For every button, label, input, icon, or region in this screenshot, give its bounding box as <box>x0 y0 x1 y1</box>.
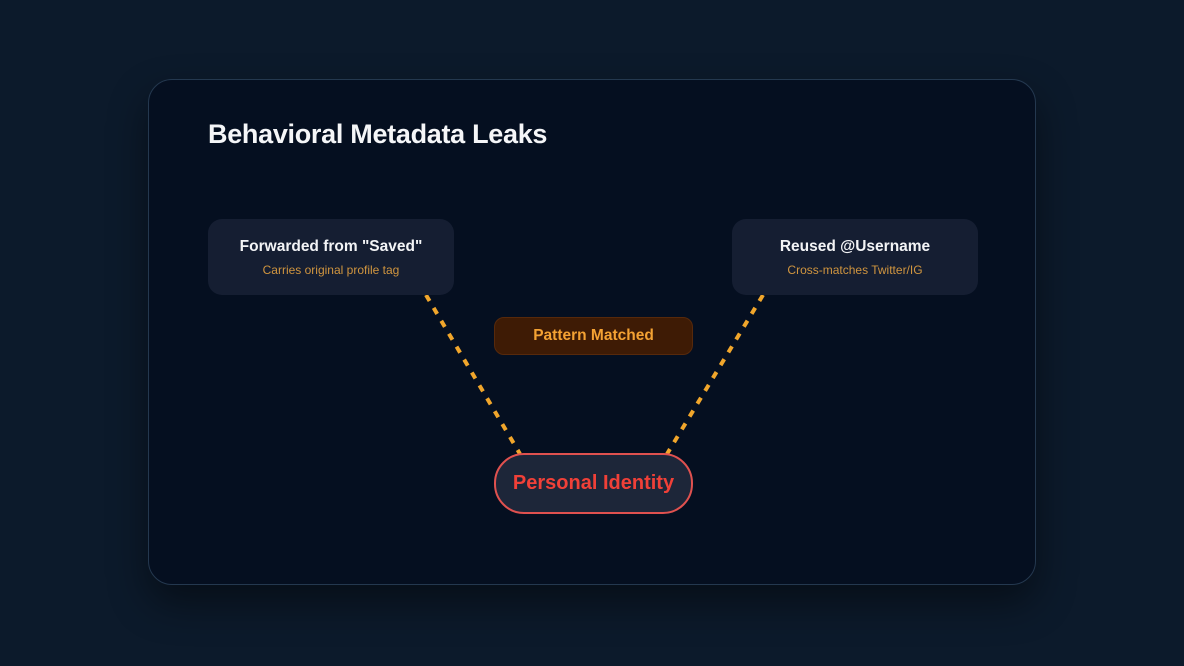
page-title: Behavioral Metadata Leaks <box>208 119 548 149</box>
diagram-card: Behavioral Metadata Leaks Forwarded from… <box>148 79 1036 585</box>
pattern-matched-badge: Pattern Matched <box>494 317 693 355</box>
badge-label: Pattern Matched <box>533 327 654 344</box>
node-forwarded-from-saved: Forwarded from "Saved" Carries original … <box>208 219 454 295</box>
target-label: Personal Identity <box>512 472 675 494</box>
node-title: Reused @Username <box>779 237 931 255</box>
node-subtitle: Cross-matches Twitter/IG <box>787 262 923 277</box>
node-title: Forwarded from "Saved" <box>239 237 423 255</box>
node-personal-identity: Personal Identity <box>494 453 693 514</box>
node-reused-username: Reused @Username Cross-matches Twitter/I… <box>732 219 978 295</box>
node-subtitle: Carries original profile tag <box>262 262 400 277</box>
